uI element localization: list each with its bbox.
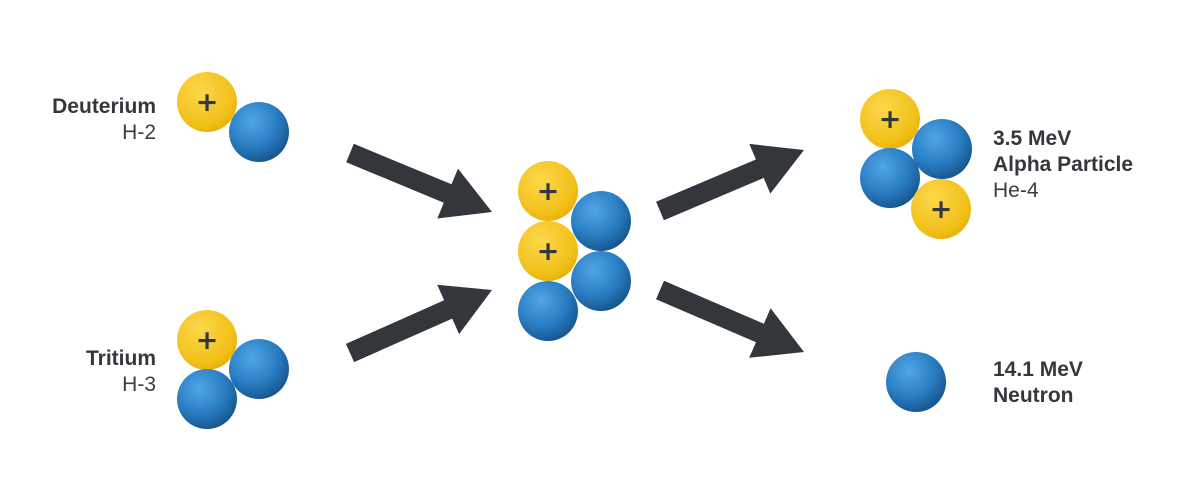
plus-sign: + (196, 325, 219, 356)
neutron-label: 14.1 MeV Neutron (993, 357, 1083, 409)
arrow-tritium-to-compound (345, 284, 492, 363)
plus-sign: + (196, 87, 219, 118)
plus-sign: + (537, 176, 560, 207)
free-neutron (886, 352, 946, 412)
alpha-symbol: He-4 (993, 179, 1039, 202)
alpha-proton-1: + (860, 89, 920, 149)
deuterium-neutron (229, 102, 289, 162)
neutron-energy: 14.1 MeV (993, 358, 1083, 381)
alpha-energy: 3.5 MeV (993, 127, 1072, 150)
arrow-deuterium-to-compound (346, 143, 492, 219)
compound-neutron-1 (571, 191, 631, 251)
deuterium-label: Deuterium H-2 (52, 94, 156, 146)
deuterium-proton: + (177, 72, 237, 132)
compound-proton-1: + (518, 161, 578, 221)
plus-sign: + (879, 104, 902, 135)
arrow-compound-to-neutron (656, 280, 804, 358)
neutron-name: Neutron (993, 384, 1074, 407)
plus-sign: + (537, 236, 560, 267)
plus-sign: + (930, 194, 953, 225)
arrow-compound-to-alpha (656, 143, 804, 221)
compound-neutron-2 (571, 251, 631, 311)
alpha-label: 3.5 MeV Alpha Particle He-4 (993, 126, 1133, 204)
tritium-proton: + (177, 310, 237, 370)
tritium-name: Tritium (85, 347, 156, 370)
alpha-neutron-1 (912, 119, 972, 179)
alpha-proton-2: + (911, 179, 971, 239)
alpha-neutron-2 (860, 148, 920, 208)
tritium-neutron-2 (177, 369, 237, 429)
tritium-neutron-1 (229, 339, 289, 399)
tritium-label: Tritium H-3 (86, 346, 156, 398)
tritium-symbol: H-3 (122, 373, 156, 396)
deuterium-name: Deuterium (52, 95, 156, 118)
deuterium-symbol: H-2 (122, 121, 156, 144)
alpha-name: Alpha Particle (993, 153, 1134, 176)
compound-proton-2: + (518, 221, 578, 281)
compound-neutron-3 (518, 281, 578, 341)
